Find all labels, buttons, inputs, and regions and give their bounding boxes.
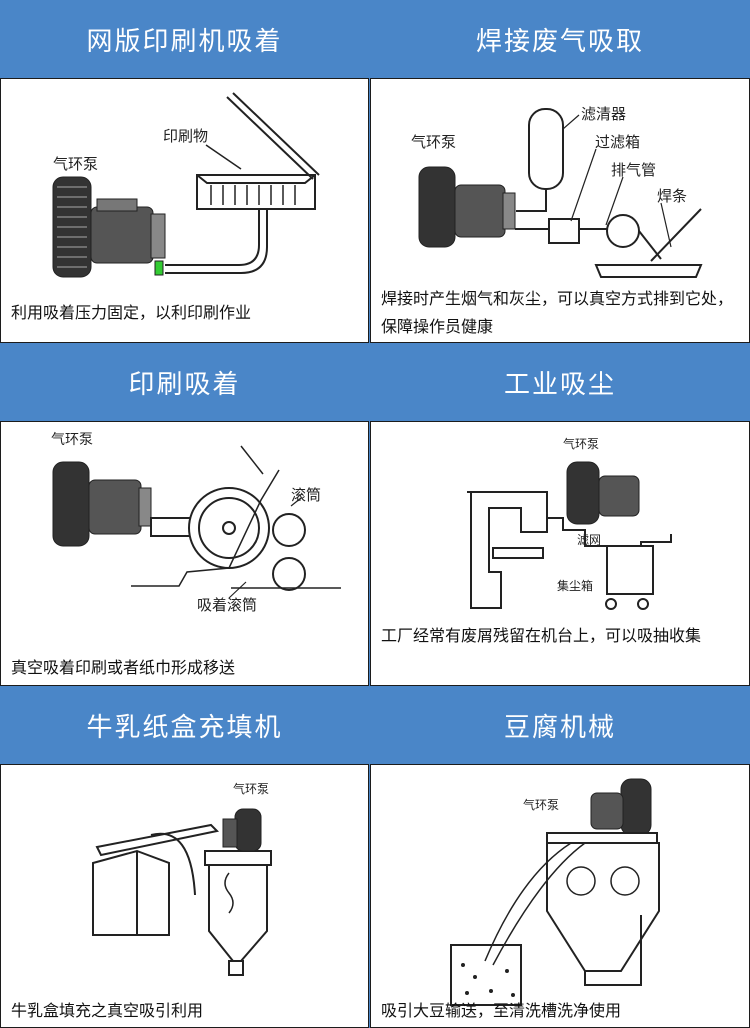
milk-carton-diagram: 气环泵 — [92, 781, 272, 976]
ring-blower-icon — [222, 808, 262, 852]
panel-card: 气环泵 滤清器 过滤箱 排气管 焊条 焊接时产生烟气和灰尘，可以真空方式排到它处… — [370, 78, 750, 343]
roller-pointer — [290, 497, 302, 507]
ring-blower-icon — [52, 461, 152, 547]
suction-roller-pointer — [228, 581, 247, 599]
mesh-label: 滤网 — [577, 533, 601, 547]
panel-card: 气环泵 滚筒 吸着滚筒 真空吸着印刷或者纸巾形成移送 — [0, 421, 369, 686]
pump-label: 气环泵 — [53, 155, 98, 173]
bean-flow — [484, 842, 640, 966]
filter-label: 滤清器 — [581, 105, 626, 123]
print-suction-diagram: 气环泵 滚筒 吸着滚筒 — [51, 432, 341, 614]
wash-tank — [450, 832, 660, 1006]
panel-title: 工业吸尘 — [503, 369, 616, 400]
suction-roller-label: 吸着滚筒 — [197, 596, 257, 614]
panel-tofu-machine: 豆腐机械 — [370, 686, 750, 1028]
panel-title: 印刷吸着 — [128, 369, 241, 400]
ring-blower-icon — [590, 778, 652, 836]
beans — [461, 963, 515, 997]
dust-box-label: 集尘箱 — [557, 578, 593, 593]
panel-caption: 牛乳盒填充之真空吸引利用 — [11, 1001, 204, 1020]
panel-title: 焊接废气吸取 — [475, 26, 644, 57]
panel-welding-fume: 焊接废气吸取 — [370, 0, 750, 343]
leader-lines — [562, 114, 672, 248]
panel-title: 牛乳纸盒充填机 — [86, 712, 283, 743]
pump-label: 气环泵 — [411, 133, 456, 151]
vacuum-pipe — [165, 209, 268, 274]
box-label: 过滤箱 — [595, 133, 640, 151]
panel-print-suction: 印刷吸着 — [0, 343, 369, 686]
panel-milk-carton: 牛乳纸盒充填机 气环泵 — [0, 686, 369, 1028]
rod-label: 焊条 — [657, 187, 687, 205]
pump-label: 气环泵 — [563, 436, 599, 451]
panel-card: 气环泵 滤网 集尘箱 工厂经常有废屑残留在机台上，可以吸抽收集 — [370, 421, 750, 686]
panel-caption: 焊接时产生烟气和灰尘，可以真空方式排到它处，保障操作员健康 — [381, 289, 734, 336]
panel-caption: 吸引大豆输送，至清洗槽洗净使用 — [381, 1001, 622, 1020]
suction-holes — [210, 185, 296, 205]
machine-and-collector — [467, 491, 672, 610]
spiral-icon — [224, 872, 234, 914]
filter-unit — [515, 108, 703, 278]
pump-label: 气环泵 — [523, 797, 559, 812]
dust-collection-diagram: 气环泵 滤网 集尘箱 — [467, 436, 672, 610]
panel-card: 气环泵 牛乳盒填充之真空吸引利用 — [0, 764, 369, 1028]
panel-screen-printing: 网版印刷机吸着 — [0, 0, 369, 343]
ring-blower-icon — [566, 461, 640, 525]
suction-roller — [150, 487, 306, 591]
panel-title: 网版印刷机吸着 — [86, 26, 283, 57]
pump-label: 气环泵 — [233, 781, 269, 796]
item-label: 印刷物 — [163, 127, 208, 145]
welding-diagram: 气环泵 滤清器 过滤箱 排气管 焊条 — [411, 105, 703, 278]
panel-card: 气环泵 印刷物 利用吸着压力固定，以利印刷作业 — [0, 78, 369, 343]
panel-caption: 真空吸着印刷或者纸巾形成移送 — [11, 658, 236, 677]
ring-blower-icon — [418, 166, 516, 248]
panel-card: 气环泵 吸引大豆输送，至清洗槽洗净使用 — [370, 764, 750, 1028]
carton-and-hopper — [92, 823, 272, 976]
tofu-machine-diagram: 气环泵 — [450, 778, 660, 1006]
screen-printing-diagram: 气环泵 印刷物 — [52, 92, 320, 278]
panel-title: 豆腐机械 — [503, 712, 616, 743]
roller-label: 滚筒 — [291, 486, 321, 504]
panel-caption: 工厂经常有废屑残留在机台上，可以吸抽收集 — [381, 626, 702, 645]
pump-label: 气环泵 — [51, 432, 93, 448]
pipe-label: 排气管 — [611, 161, 656, 179]
item-pointer — [205, 144, 242, 170]
ring-blower-icon — [52, 176, 166, 278]
paper-path — [131, 445, 341, 589]
panel-caption: 利用吸着压力固定，以利印刷作业 — [11, 303, 252, 322]
panel-industrial-dust: 工业吸尘 气环泵 滤网 集尘箱 — [370, 343, 750, 686]
